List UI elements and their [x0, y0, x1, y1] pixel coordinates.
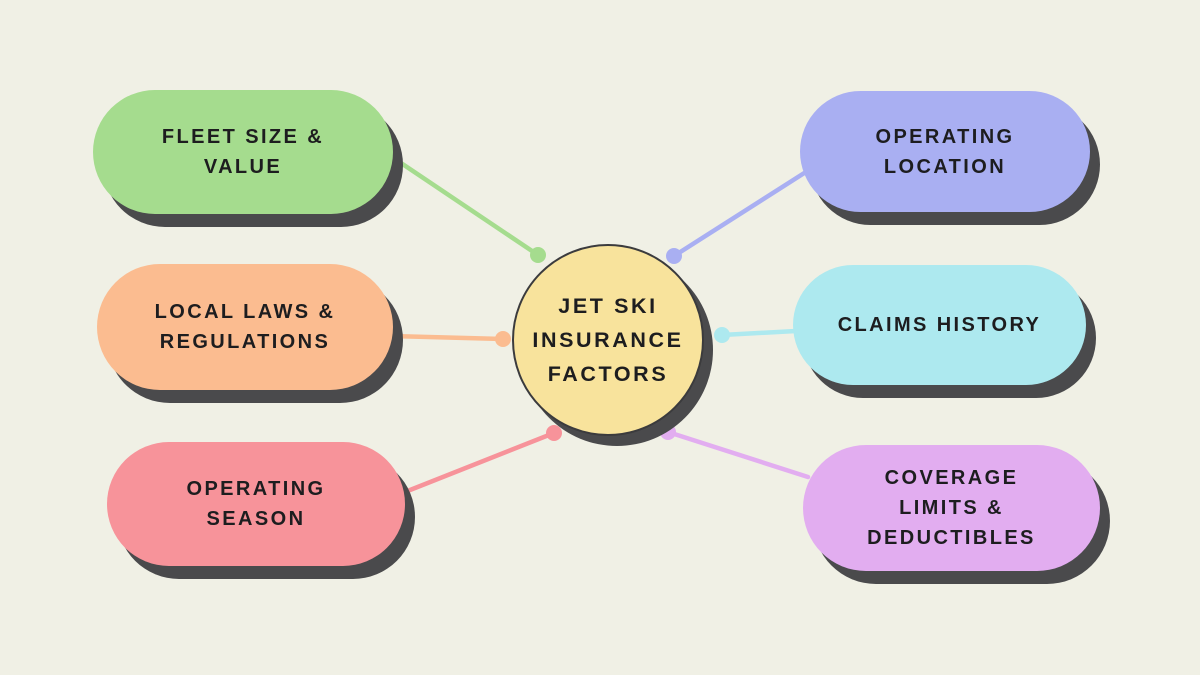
connector-fleet-size-value [395, 158, 541, 258]
connector-dot-coverage-limits-deductibles [660, 424, 676, 440]
center-node-label: JET SKI INSURANCE FACTORS [532, 294, 684, 386]
connector-dot-local-laws-regulations [495, 331, 511, 347]
connector-dot-claims-history [714, 327, 730, 343]
connector-claims-history [719, 328, 799, 338]
connector-operating-location [671, 167, 812, 259]
node-local-laws-regulations: LOCAL LAWS & REGULATIONS [97, 264, 393, 390]
connector-local-laws-regulations [388, 333, 506, 342]
connector-dot-operating-location [666, 248, 682, 264]
node-fleet-size-value: FLEET SIZE & VALUE [93, 90, 393, 214]
connector-dot-fleet-size-value [530, 247, 546, 263]
connector-coverage-limits-deductibles [665, 429, 811, 480]
center-node-jet-ski-insurance-factors: JET SKI INSURANCE FACTORS [512, 244, 704, 436]
node-coverage-limits-deductibles: COVERAGE LIMITS & DEDUCTIBLES [803, 445, 1100, 571]
node-claims-history: CLAIMS HISTORY [793, 265, 1086, 385]
connector-operating-season [402, 430, 557, 495]
node-label: LOCAL LAWS & REGULATIONS [154, 301, 336, 353]
connector-dot-operating-season [546, 425, 562, 441]
node-label: COVERAGE LIMITS & DEDUCTIBLES [867, 467, 1036, 549]
node-label: OPERATING LOCATION [875, 125, 1015, 178]
node-operating-location: OPERATING LOCATION [800, 91, 1090, 212]
node-operating-season: OPERATING SEASON [107, 442, 405, 566]
node-label: FLEET SIZE & VALUE [161, 126, 325, 178]
node-label: CLAIMS HISTORY [837, 314, 1042, 336]
node-label: OPERATING SEASON [186, 478, 326, 530]
